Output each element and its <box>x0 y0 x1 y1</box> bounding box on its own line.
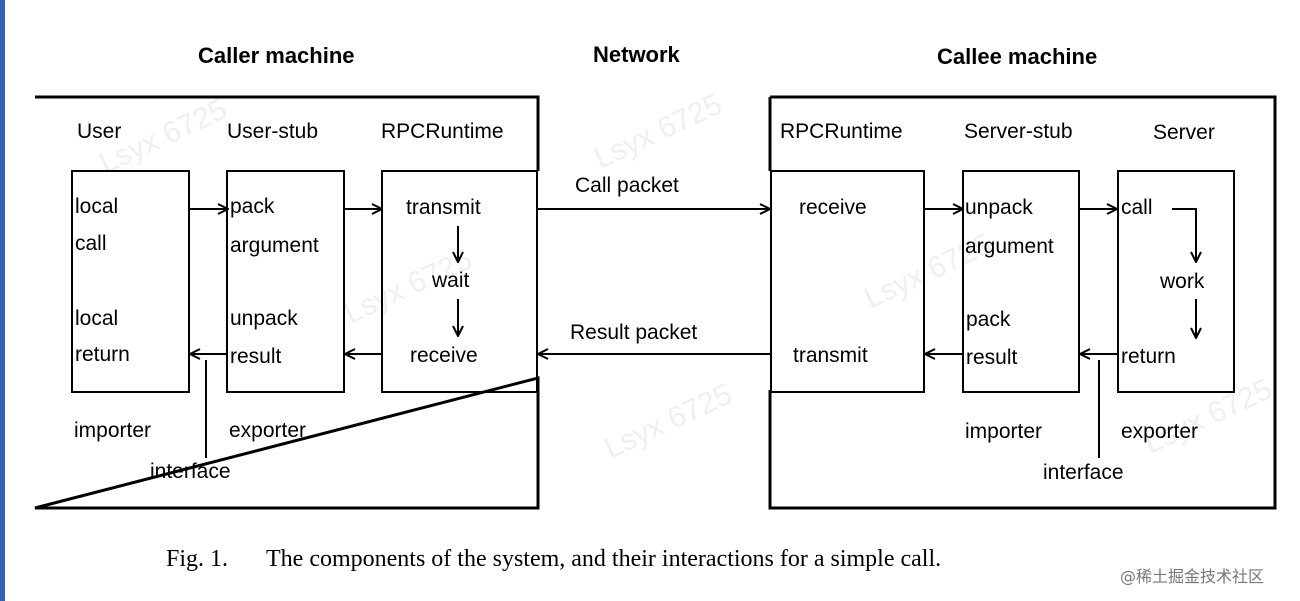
callee-machine-boundary <box>768 95 1277 510</box>
caller-machine-header: Caller machine <box>198 43 355 68</box>
user-call-label: call <box>75 232 107 255</box>
server-work-label: work <box>1160 270 1205 293</box>
callee-interface-label: interface <box>1043 461 1124 484</box>
stub-result-label: result <box>230 345 282 368</box>
user-stub-title: User-stub <box>227 120 319 143</box>
callee-machine-header: Callee machine <box>937 44 1098 69</box>
credit-watermark: @稀土掘金技术社区 <box>1120 567 1265 586</box>
server-stub-result-label: result <box>966 346 1018 369</box>
caller-rpcruntime-title: RPCRuntime <box>381 120 504 143</box>
stub-pack-label: pack <box>230 195 275 218</box>
caller-exporter-label: exporter <box>229 419 307 442</box>
caller-importer-label: importer <box>74 419 152 442</box>
callee-rpcruntime-title: RPCRuntime <box>780 120 903 143</box>
callee-importer-label: importer <box>965 420 1043 443</box>
server-stub-argument-label: argument <box>965 235 1054 258</box>
caller-transmit-label: transmit <box>406 196 481 219</box>
user-stub-box <box>226 170 345 393</box>
figure-caption: The components of the system, and their … <box>266 546 942 572</box>
user-title: User <box>77 120 122 143</box>
result-packet-label: Result packet <box>570 321 698 344</box>
server-box <box>1117 170 1235 393</box>
call-packet-label: Call packet <box>575 174 679 197</box>
arrow-call-to-work <box>1172 208 1196 262</box>
left-edge-bar <box>0 0 5 601</box>
caller-receive-label: receive <box>410 344 478 367</box>
stub-unpack-label: unpack <box>230 307 298 330</box>
server-call-label: call <box>1121 196 1153 219</box>
user-return-label: return <box>75 343 130 366</box>
stub-argument-label: argument <box>230 234 319 257</box>
callee-exporter-label: exporter <box>1121 420 1199 443</box>
server-stub-pack-label: pack <box>966 308 1011 331</box>
caller-rpcruntime-box <box>381 170 538 393</box>
figure-number: Fig. 1. <box>166 546 229 572</box>
user-local-label: local <box>75 195 119 218</box>
callee-receive-label: receive <box>799 196 867 219</box>
callee-transmit-label: transmit <box>793 344 868 367</box>
caller-interface-label: interface <box>150 460 231 483</box>
callee-rpcruntime-box <box>770 170 925 393</box>
user-local2-label: local <box>75 307 119 330</box>
user-box <box>71 170 190 393</box>
server-title: Server <box>1153 121 1215 144</box>
server-stub-title: Server-stub <box>964 120 1073 143</box>
server-stub-unpack-label: unpack <box>965 196 1033 219</box>
caller-wait-label: wait <box>432 269 470 292</box>
server-stub-box <box>962 170 1080 393</box>
network-header: Network <box>593 42 680 67</box>
server-return-label: return <box>1121 345 1176 368</box>
caller-machine-boundary <box>34 95 540 510</box>
